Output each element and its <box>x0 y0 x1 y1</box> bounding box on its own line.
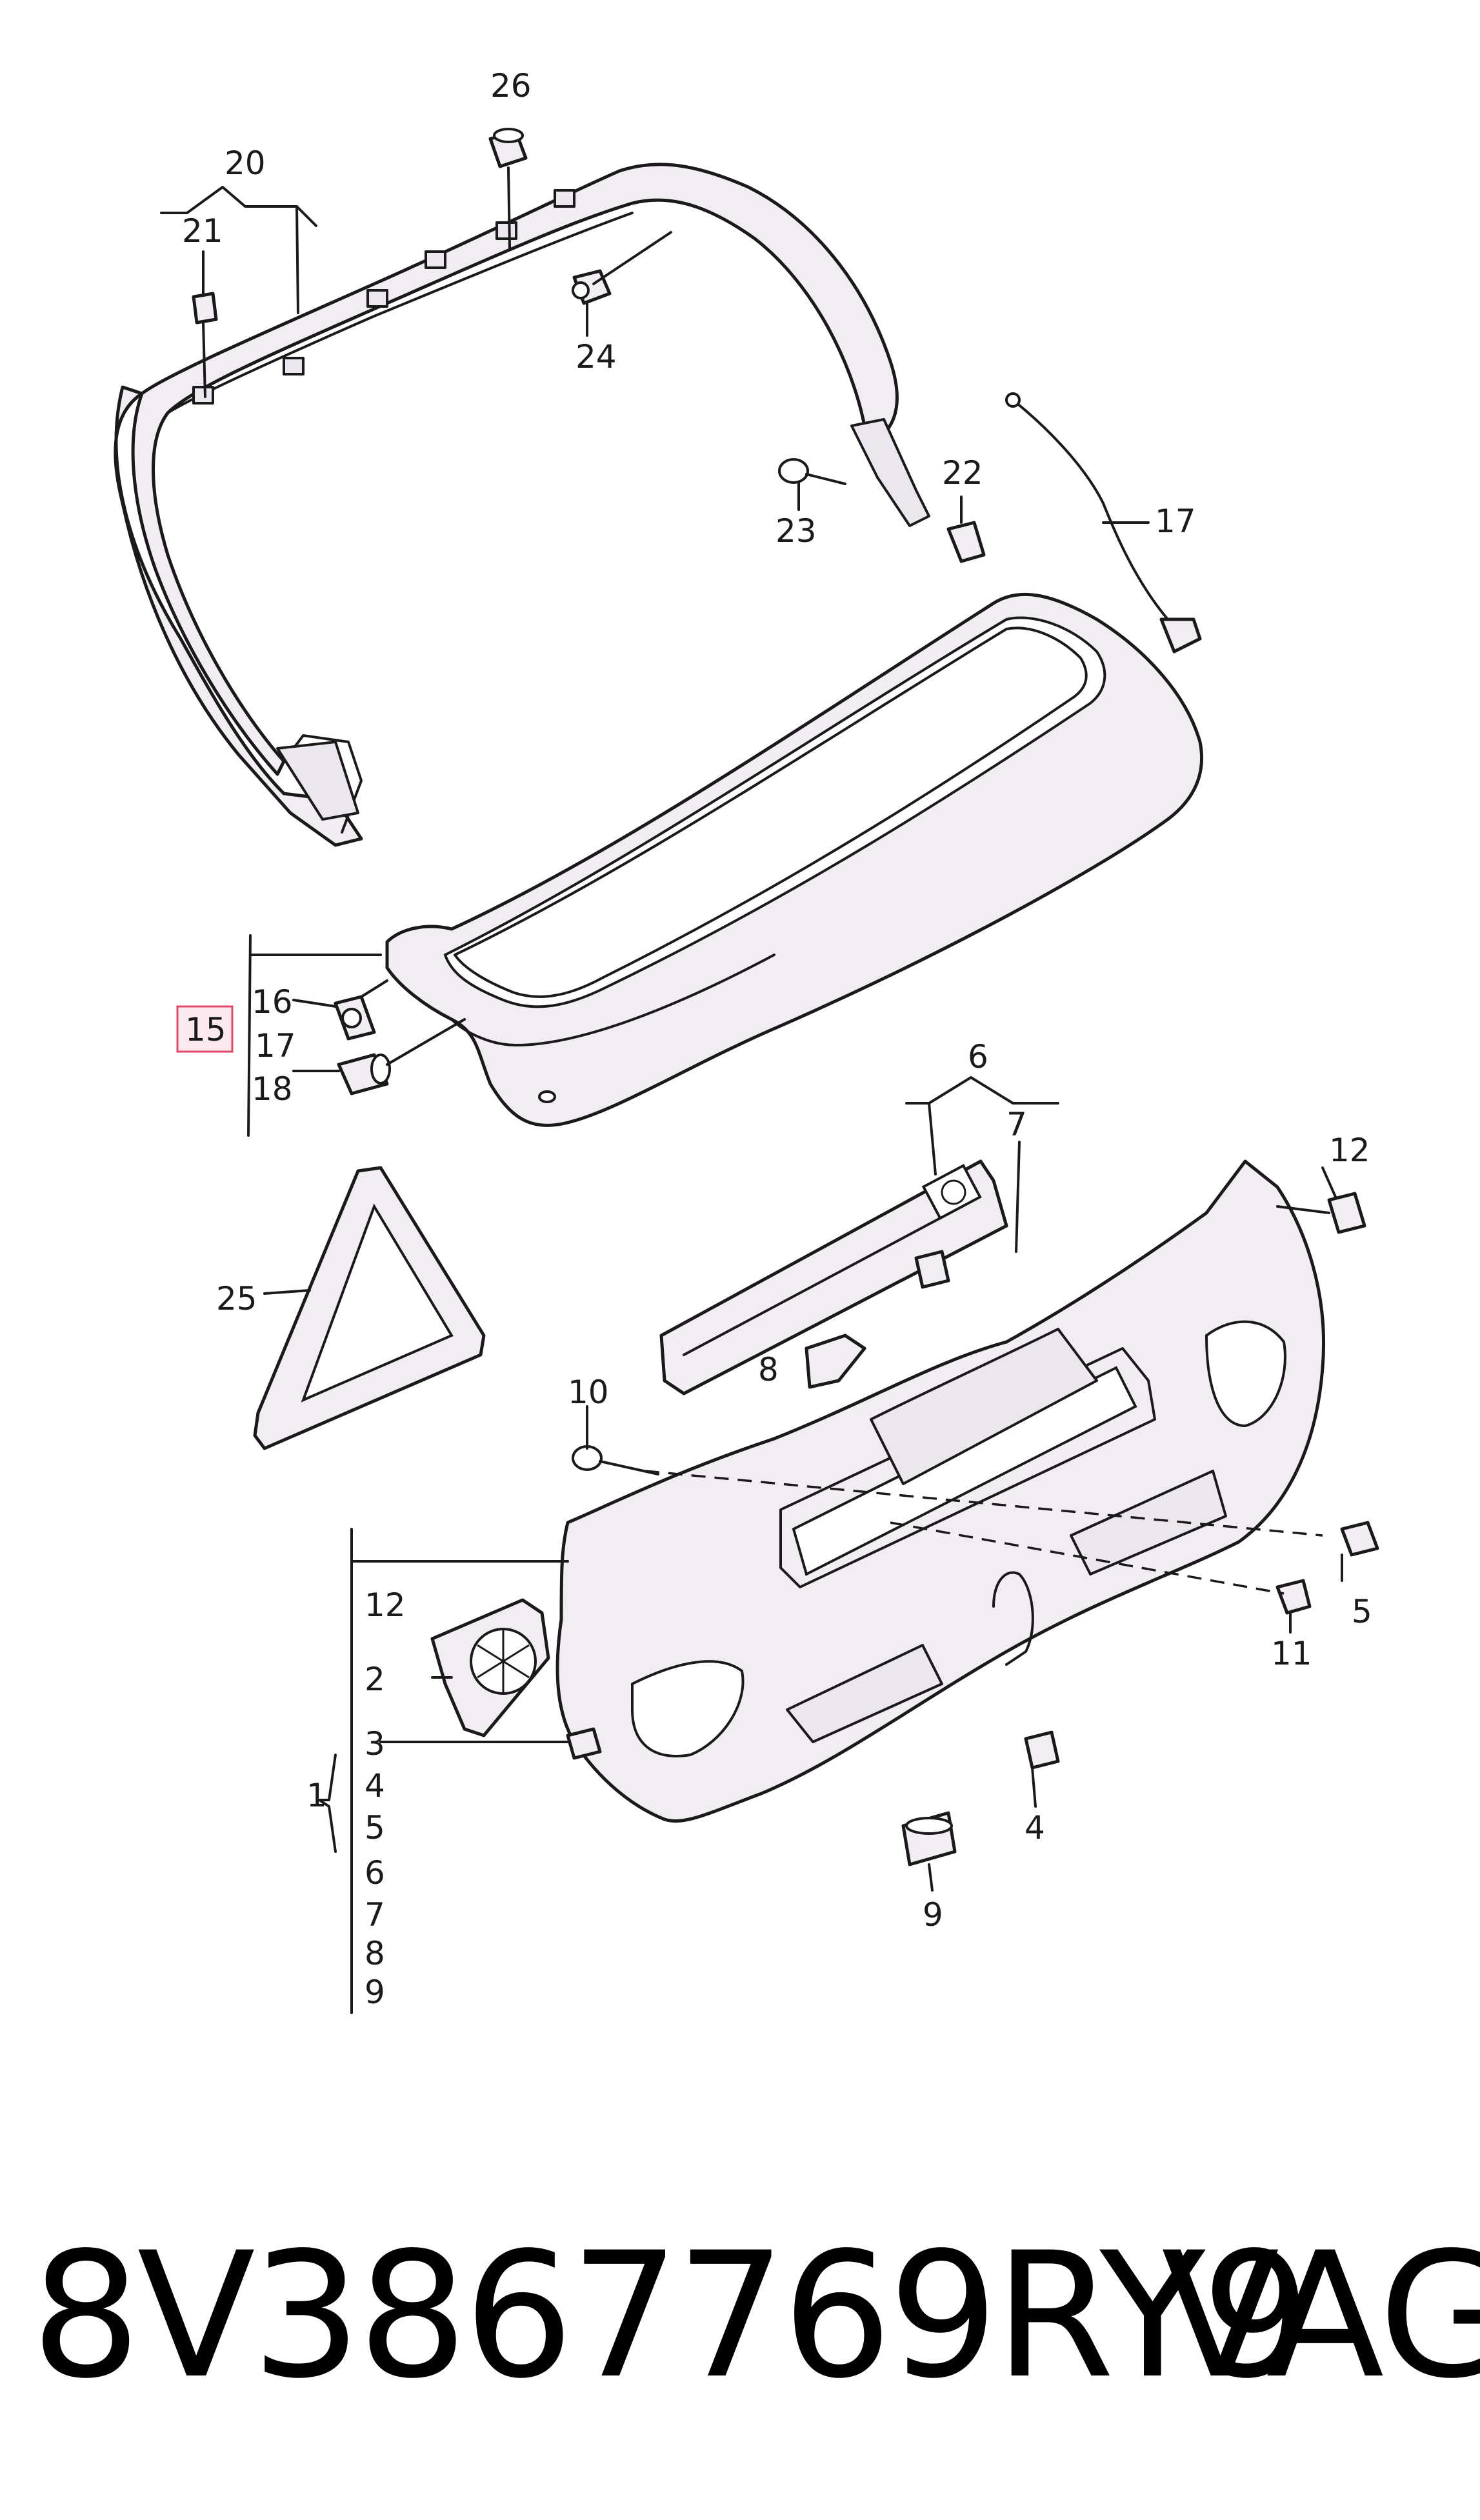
callout-5-right: 5 <box>1352 1593 1372 1630</box>
brand-label: VAG <box>1161 2215 1480 2417</box>
callout-25: 25 <box>216 1280 257 1317</box>
callout-labels: 26 20 21 24 22 23 17 16 15 17 18 6 7 12 … <box>182 67 1372 2011</box>
warning-triangle-part <box>253 1166 486 1450</box>
callout-12-list: 12 <box>365 1586 406 1624</box>
clip-4-part <box>1024 1730 1060 1770</box>
clip-21-part <box>192 250 218 398</box>
callout-2: 2 <box>365 1661 385 1698</box>
callout-4-list: 4 <box>365 1767 385 1805</box>
cylinder-18-part <box>337 1018 466 1095</box>
callout-8: 8 <box>758 1351 779 1388</box>
clip-26-part <box>488 128 528 250</box>
tailgate-trim-part <box>555 1159 1326 1823</box>
callout-6: 6 <box>968 1038 988 1075</box>
screw-23-part <box>778 458 846 511</box>
callout-22: 22 <box>942 454 983 492</box>
clip-7-part <box>914 1250 950 1289</box>
callout-17: 17 <box>255 1027 296 1065</box>
part-8 <box>805 1334 866 1389</box>
callout-17-strap: 17 <box>1155 503 1196 540</box>
clip-9-part <box>901 1811 957 1866</box>
callout-11: 11 <box>1271 1635 1312 1672</box>
clip-11-part <box>1275 1579 1312 1615</box>
bracket-6-part <box>659 1159 1008 1395</box>
leader-lines <box>160 186 1343 2014</box>
clip-22-part <box>946 495 986 563</box>
callout-9-right: 9 <box>923 1896 943 1934</box>
callout-5-list: 5 <box>365 1809 385 1846</box>
clip-5-part <box>1340 1521 1379 1557</box>
strap-17-part <box>1005 392 1202 654</box>
highlight-box-15 <box>176 1005 234 1053</box>
clip-3-part <box>566 1727 602 1760</box>
bracket-16-part <box>334 979 388 1041</box>
callout-8-list: 8 <box>365 1935 385 1972</box>
callout-7: 7 <box>1006 1106 1027 1143</box>
callout-18: 18 <box>252 1070 293 1108</box>
callout-15: 15 <box>185 1011 226 1048</box>
callout-10: 10 <box>568 1374 609 1411</box>
callout-4-right: 4 <box>1025 1809 1045 1846</box>
callout-20: 20 <box>225 145 266 182</box>
callout-23: 23 <box>775 512 817 550</box>
grille-2-part <box>430 1598 550 1737</box>
callout-3: 3 <box>365 1725 385 1763</box>
callout-1: 1 <box>306 1777 327 1814</box>
parcel-shelf-part <box>385 592 1204 1127</box>
callout-16: 16 <box>252 983 293 1021</box>
callout-6-list: 6 <box>365 1854 385 1892</box>
window-frame-part <box>114 163 930 847</box>
callout-7-list: 7 <box>365 1896 385 1934</box>
callout-21: 21 <box>182 212 223 250</box>
callout-12-top: 12 <box>1329 1132 1370 1169</box>
clip-24-part <box>572 231 672 337</box>
callout-9-list: 9 <box>365 1974 385 2011</box>
callout-24: 24 <box>575 338 617 375</box>
part-number: 8V3867769RY9 <box>31 2215 1312 2417</box>
callout-26: 26 <box>490 67 532 105</box>
clip-12-part <box>1327 1192 1366 1234</box>
